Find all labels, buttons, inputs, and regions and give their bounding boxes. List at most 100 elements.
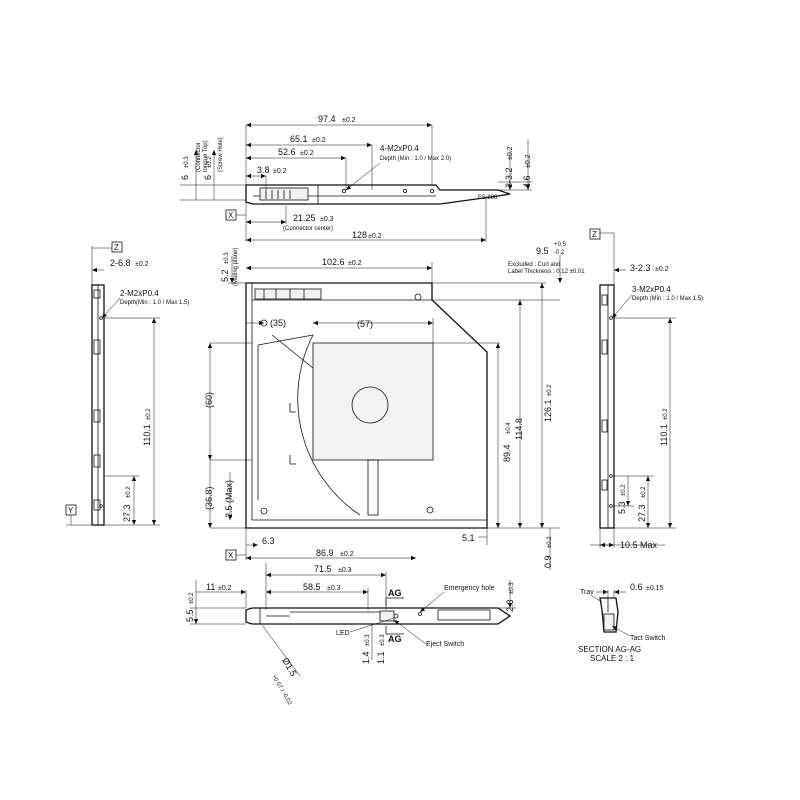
dim-10-5: 10.5 Max — [620, 540, 658, 550]
svg-text:+0.07 / -0.02: +0.07 / -0.02 — [270, 674, 292, 707]
dim-1-4: 1.4 — [361, 651, 371, 664]
dim-5-3: 5.3 — [617, 501, 627, 514]
dim-2-5: 2.5 (Max) — [224, 480, 234, 518]
emergency-hole-label: Emergency hole — [444, 585, 495, 592]
svg-text:±0.2: ±0.2 — [655, 266, 669, 273]
svg-text:±0.2: ±0.2 — [547, 536, 553, 548]
dim-3-8: 3.8 — [257, 165, 270, 175]
dim-9-5: 9.5 — [536, 246, 549, 256]
dim-89-4: 89.4 — [502, 444, 512, 462]
dim-110-1-left: 110.1 — [142, 424, 152, 446]
dim-0-6: 0.6 — [630, 582, 643, 592]
spindle-hub — [351, 386, 389, 424]
svg-text:Label Thickness : 0.12 ±0.01: Label Thickness : 0.12 ±0.01 — [508, 269, 585, 275]
svg-text:±0.2: ±0.2 — [525, 154, 532, 168]
svg-text:Z: Z — [592, 230, 597, 239]
svg-text:+0.5: +0.5 — [554, 242, 567, 248]
led-label: LED — [336, 630, 350, 637]
svg-text:-0.2: -0.2 — [554, 250, 565, 256]
svg-text:X: X — [228, 551, 234, 560]
dim-52-6: 52.6 — [278, 147, 296, 157]
front-view: 102.6 ±0.2 5.2 ±0.3 (Mating plane) (35) … — [204, 242, 585, 570]
dim-11: 11 — [206, 582, 215, 592]
svg-text:(Mating plane): (Mating plane) — [233, 248, 239, 286]
section-ag-bottom: AG — [388, 634, 402, 644]
dim-0-9: 0.9 — [543, 555, 553, 568]
svg-text:FS 888: FS 888 — [478, 195, 498, 201]
svg-text:±0.3: ±0.3 — [327, 585, 341, 592]
svg-text:(Connector center): (Connector center) — [283, 226, 333, 232]
dim-21-25: 21.25 — [293, 213, 316, 223]
dim-126-1: 126.1 — [543, 399, 553, 422]
dim-2-3: 2.3 — [505, 599, 515, 612]
datum-z-left — [111, 241, 123, 253]
svg-text:X: X — [228, 211, 234, 220]
dim-71-5: 71.5 — [314, 564, 332, 574]
section-outline — [599, 597, 619, 633]
svg-text:±0.2: ±0.2 — [218, 585, 232, 592]
svg-text:tongue Top): tongue Top) — [203, 140, 209, 172]
svg-text:±0.3: ±0.3 — [509, 582, 515, 594]
drive-top-outline — [245, 184, 511, 205]
svg-text:±0.2: ±0.2 — [300, 150, 314, 157]
eject-switch — [379, 610, 395, 622]
dim-86-9: 86.9 — [316, 548, 334, 558]
section-ag-view: 0.6 ±0.15 Tray Tact Switch SECTION AG-AG… — [578, 582, 666, 663]
svg-text:±0.2: ±0.2 — [641, 486, 647, 498]
m2-callout: 4-M2xP0.4 — [380, 144, 419, 153]
dim-6-screw: 6 — [203, 175, 213, 180]
svg-text:±0.2: ±0.2 — [621, 484, 627, 496]
svg-text:(Connector: (Connector — [196, 142, 202, 172]
dim-phi-1-5: Ø1.5 — [280, 656, 298, 678]
dim-1-1: 1.1 — [376, 651, 386, 664]
eject-switch-label: Eject Switch — [426, 641, 464, 648]
right-side-outline — [599, 284, 615, 529]
svg-text:±0.2: ±0.2 — [340, 551, 354, 558]
svg-text:Depth (Min : 1.0 / Max 1.5): Depth (Min : 1.0 / Max 1.5) — [632, 296, 703, 302]
svg-text:±0.3: ±0.3 — [320, 216, 334, 223]
svg-text:±0.2: ±0.2 — [663, 408, 669, 420]
svg-text:±0.2: ±0.2 — [368, 233, 382, 240]
svg-text:±0.2: ±0.2 — [312, 137, 326, 144]
dim-110-1-right: 110.1 — [659, 424, 669, 446]
svg-text:±0.2: ±0.2 — [189, 592, 195, 604]
svg-text:±0.2: ±0.2 — [547, 384, 553, 396]
dim-65-1: 65.1 — [290, 134, 308, 144]
svg-text:±0.2: ±0.2 — [348, 260, 362, 267]
dim-36-8: (36.8) — [204, 486, 214, 510]
left-m2-callout: 2-M2xP0.4 — [120, 289, 159, 298]
dim-27-3-left: 27.3 — [122, 504, 132, 522]
svg-text:±0.15: ±0.15 — [646, 585, 664, 592]
svg-text:±0.3: ±0.3 — [224, 252, 230, 264]
svg-text:Depth(Min : 1.0 / Max 1.5): Depth(Min : 1.0 / Max 1.5) — [120, 300, 189, 306]
dim-6-connector: 6 — [180, 175, 190, 180]
section-scale: SCALE 2 : 1 — [590, 654, 635, 663]
top-view: FS 888 97.4 ±0.2 65.1 ±0.2 52.6 ±0.2 3.8… — [180, 114, 532, 243]
dim-27-3-right: 27.3 — [637, 504, 647, 522]
dim-5-2: 5.2 — [220, 269, 230, 282]
right-m2-callout: 3-M2xP0.4 — [632, 285, 671, 294]
spindle-plate — [312, 342, 434, 461]
bezel-outline — [245, 607, 512, 625]
svg-text:±0.3: ±0.3 — [380, 634, 386, 646]
dim-58-5: 58.5 — [303, 582, 321, 592]
tact-switch-label: Tact Switch — [630, 635, 666, 642]
svg-text:±0.3: ±0.3 — [184, 156, 190, 168]
svg-text:±0.2: ±0.2 — [135, 261, 149, 268]
right-side-view: Z 3-2.3 ±0.2 3-M2xP0.4 Depth (Min : 1.0 … — [589, 228, 703, 550]
dim-35: (35) — [270, 318, 286, 328]
svg-text:Excluded : Curl and: Excluded : Curl and — [508, 262, 560, 268]
dim-5-1: 5.1 — [462, 533, 475, 543]
disc-arc — [297, 334, 361, 516]
connector-row — [254, 288, 322, 300]
dim-102-6: 102.6 — [322, 257, 345, 267]
svg-text:±0.2: ±0.2 — [507, 146, 514, 160]
svg-text:±0.2: ±0.2 — [273, 168, 287, 175]
svg-text:Y: Y — [68, 506, 74, 515]
bezel-view: 71.5 ±0.3 58.5 ±0.3 11 ±0.2 5.5 ±0.2 AG … — [185, 563, 516, 707]
section-ag-top: AG — [388, 588, 402, 598]
svg-text:±0.2: ±0.2 — [126, 486, 132, 498]
led — [393, 613, 399, 619]
emergency-hole — [418, 612, 422, 616]
